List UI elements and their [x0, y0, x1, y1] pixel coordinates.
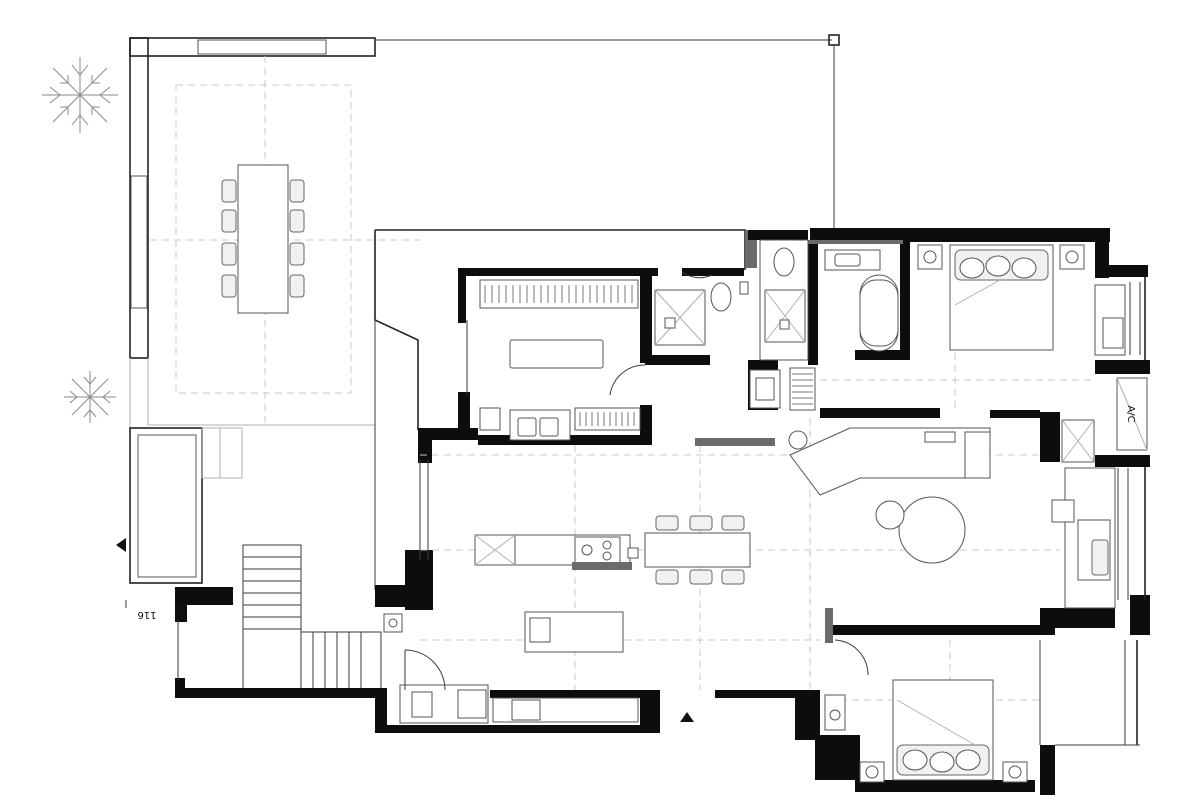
- walls: [175, 228, 1150, 795]
- plant-icon: [42, 57, 118, 133]
- ac-unit: A/C: [1061, 377, 1148, 463]
- dining-table: [572, 438, 775, 585]
- entry-arrow-icon: [116, 538, 126, 552]
- guest-bathroom: [654, 271, 749, 346]
- outdoor-dining-table: [221, 164, 305, 314]
- dimension-label: 116: [137, 609, 156, 620]
- entry-arrow-icon: [680, 712, 694, 722]
- master-bedroom: [917, 244, 1141, 356]
- second-bedroom: [824, 639, 1140, 783]
- ac-label: A/C: [1125, 405, 1136, 422]
- living-room: [788, 427, 1129, 609]
- master-bathroom: [749, 239, 899, 411]
- column-marker: [175, 605, 183, 620]
- planter-box: [129, 427, 243, 584]
- terrace: [129, 34, 840, 430]
- entry-cabinets: [383, 460, 639, 724]
- plant-icon: [64, 371, 116, 423]
- utility-room: [466, 279, 646, 441]
- kitchen-island: [474, 534, 639, 653]
- staircase: [242, 544, 382, 696]
